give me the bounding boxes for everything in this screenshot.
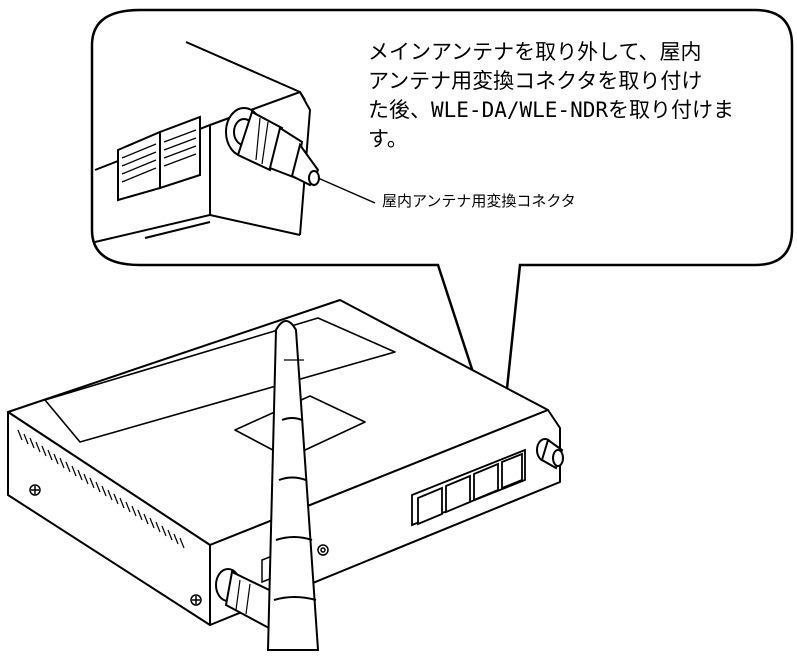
screw-icons xyxy=(29,484,329,606)
front-vents xyxy=(17,429,185,549)
callout-instruction-text: メインアンテナを取り外して、屋内 アンテナ用変換コネクタを取り付け た後、WLE… xyxy=(368,40,735,151)
zoomed-router-corner xyxy=(94,41,312,243)
connector-leader-line xyxy=(317,177,376,204)
rear-antenna-connector xyxy=(536,438,564,470)
connector-label: 屋内アンテナ用変換コネクタ xyxy=(382,192,576,210)
main-antenna xyxy=(266,320,320,651)
zoomed-conversion-connector xyxy=(225,107,320,187)
lan-ports xyxy=(411,448,526,527)
